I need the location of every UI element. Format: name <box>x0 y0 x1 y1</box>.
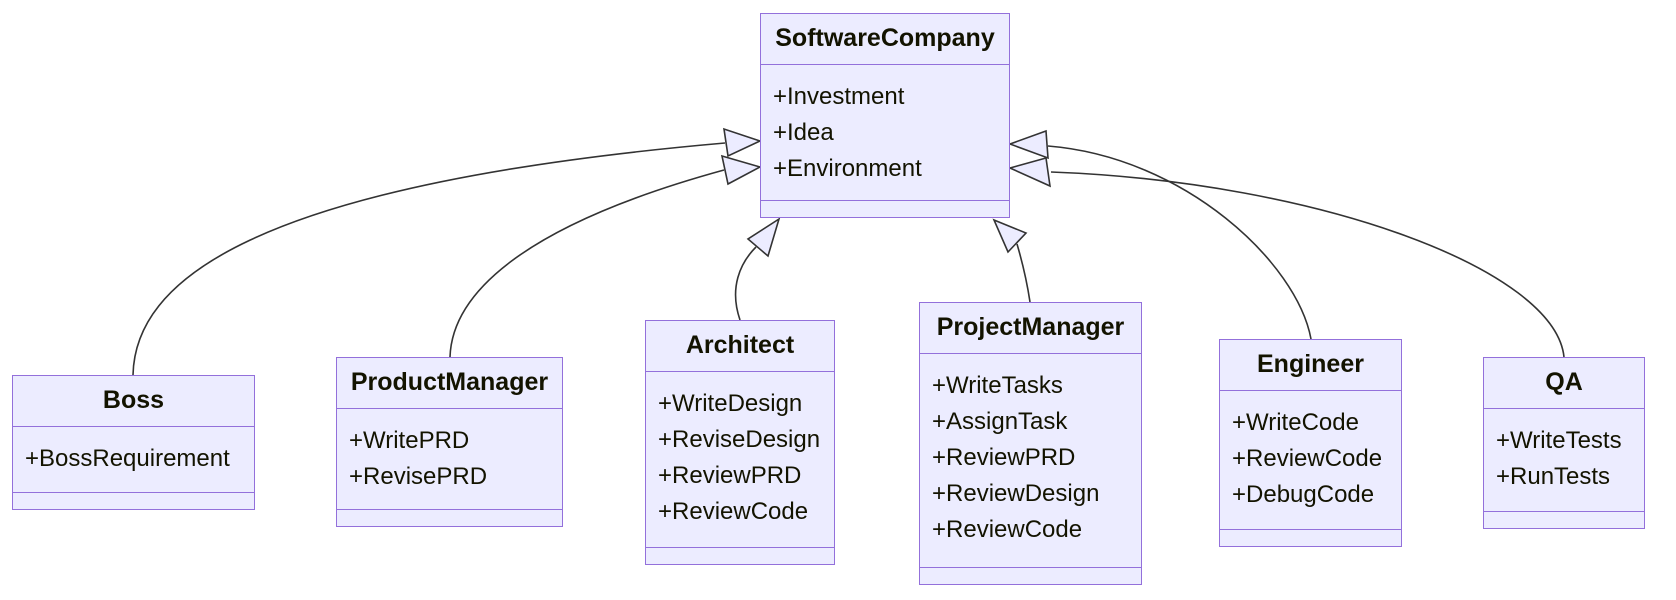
class-attributes: +BossRequirement <box>13 427 254 492</box>
attribute: +ReviewPRD <box>932 444 1076 471</box>
attribute: +Investment <box>773 83 905 110</box>
class-attributes: +WriteCode +ReviewCode +DebugCode <box>1220 391 1401 529</box>
class-name: ProjectManager <box>920 303 1141 354</box>
class-methods-empty <box>1220 529 1401 546</box>
attribute: +ReviseDesign <box>658 426 821 453</box>
attribute: +Idea <box>773 119 834 146</box>
class-box-qa: QA +WriteTests +RunTests <box>1483 357 1645 529</box>
class-methods-empty <box>337 509 562 526</box>
attribute: +WriteCode <box>1232 409 1359 436</box>
class-attributes: +WriteTasks +AssignTask +ReviewPRD +Revi… <box>920 354 1141 567</box>
attribute: +ReviewCode <box>932 516 1083 543</box>
class-box-softwarecompany: SoftwareCompany +Investment +Idea +Envir… <box>760 13 1010 218</box>
attribute: +WriteTests <box>1496 427 1622 454</box>
class-name: Architect <box>646 321 834 372</box>
class-attributes: +WriteDesign +ReviseDesign +ReviewPRD +R… <box>646 372 834 547</box>
attribute: +AssignTask <box>932 408 1068 435</box>
class-attributes: +Investment +Idea +Environment <box>761 65 1009 200</box>
class-name: SoftwareCompany <box>761 14 1009 65</box>
class-name: QA <box>1484 358 1644 409</box>
inheritance-arrow-projectmanager <box>992 218 1031 303</box>
class-name: ProductManager <box>337 358 562 409</box>
inheritance-arrow-productmanager <box>449 154 763 358</box>
class-methods-empty <box>646 547 834 564</box>
attribute: +Environment <box>773 155 922 182</box>
attribute: +WritePRD <box>349 427 470 454</box>
attribute: +WriteTasks <box>932 372 1063 399</box>
inheritance-arrow-qa <box>1007 156 1565 358</box>
attribute: +DebugCode <box>1232 481 1375 508</box>
class-box-projectmanager: ProjectManager +WriteTasks +AssignTask +… <box>919 302 1142 585</box>
class-methods-empty <box>1484 511 1644 528</box>
attribute: +RevisePRD <box>349 463 488 490</box>
attribute: +ReviewCode <box>658 498 809 525</box>
attribute: +ReviewDesign <box>932 480 1100 507</box>
attribute: +ReviewCode <box>1232 445 1383 472</box>
class-box-productmanager: ProductManager +WritePRD +RevisePRD <box>336 357 563 527</box>
class-attributes: +WriteTests +RunTests <box>1484 409 1644 511</box>
class-methods-empty <box>920 567 1141 584</box>
class-methods-empty <box>761 200 1009 217</box>
class-methods-empty <box>13 492 254 509</box>
attribute: +WriteDesign <box>658 390 803 417</box>
class-box-boss: Boss +BossRequirement <box>12 375 255 510</box>
inheritance-arrow-engineer <box>1007 129 1312 340</box>
attribute: +ReviewPRD <box>658 462 802 489</box>
class-box-architect: Architect +WriteDesign +ReviseDesign +Re… <box>645 320 835 565</box>
attribute: +RunTests <box>1496 463 1611 490</box>
inheritance-arrow-architect <box>734 217 781 321</box>
attribute: +BossRequirement <box>25 445 230 472</box>
inheritance-arrow-boss <box>132 127 763 376</box>
class-name: Boss <box>13 376 254 427</box>
class-attributes: +WritePRD +RevisePRD <box>337 409 562 509</box>
class-box-engineer: Engineer +WriteCode +ReviewCode +DebugCo… <box>1219 339 1402 547</box>
class-name: Engineer <box>1220 340 1401 391</box>
